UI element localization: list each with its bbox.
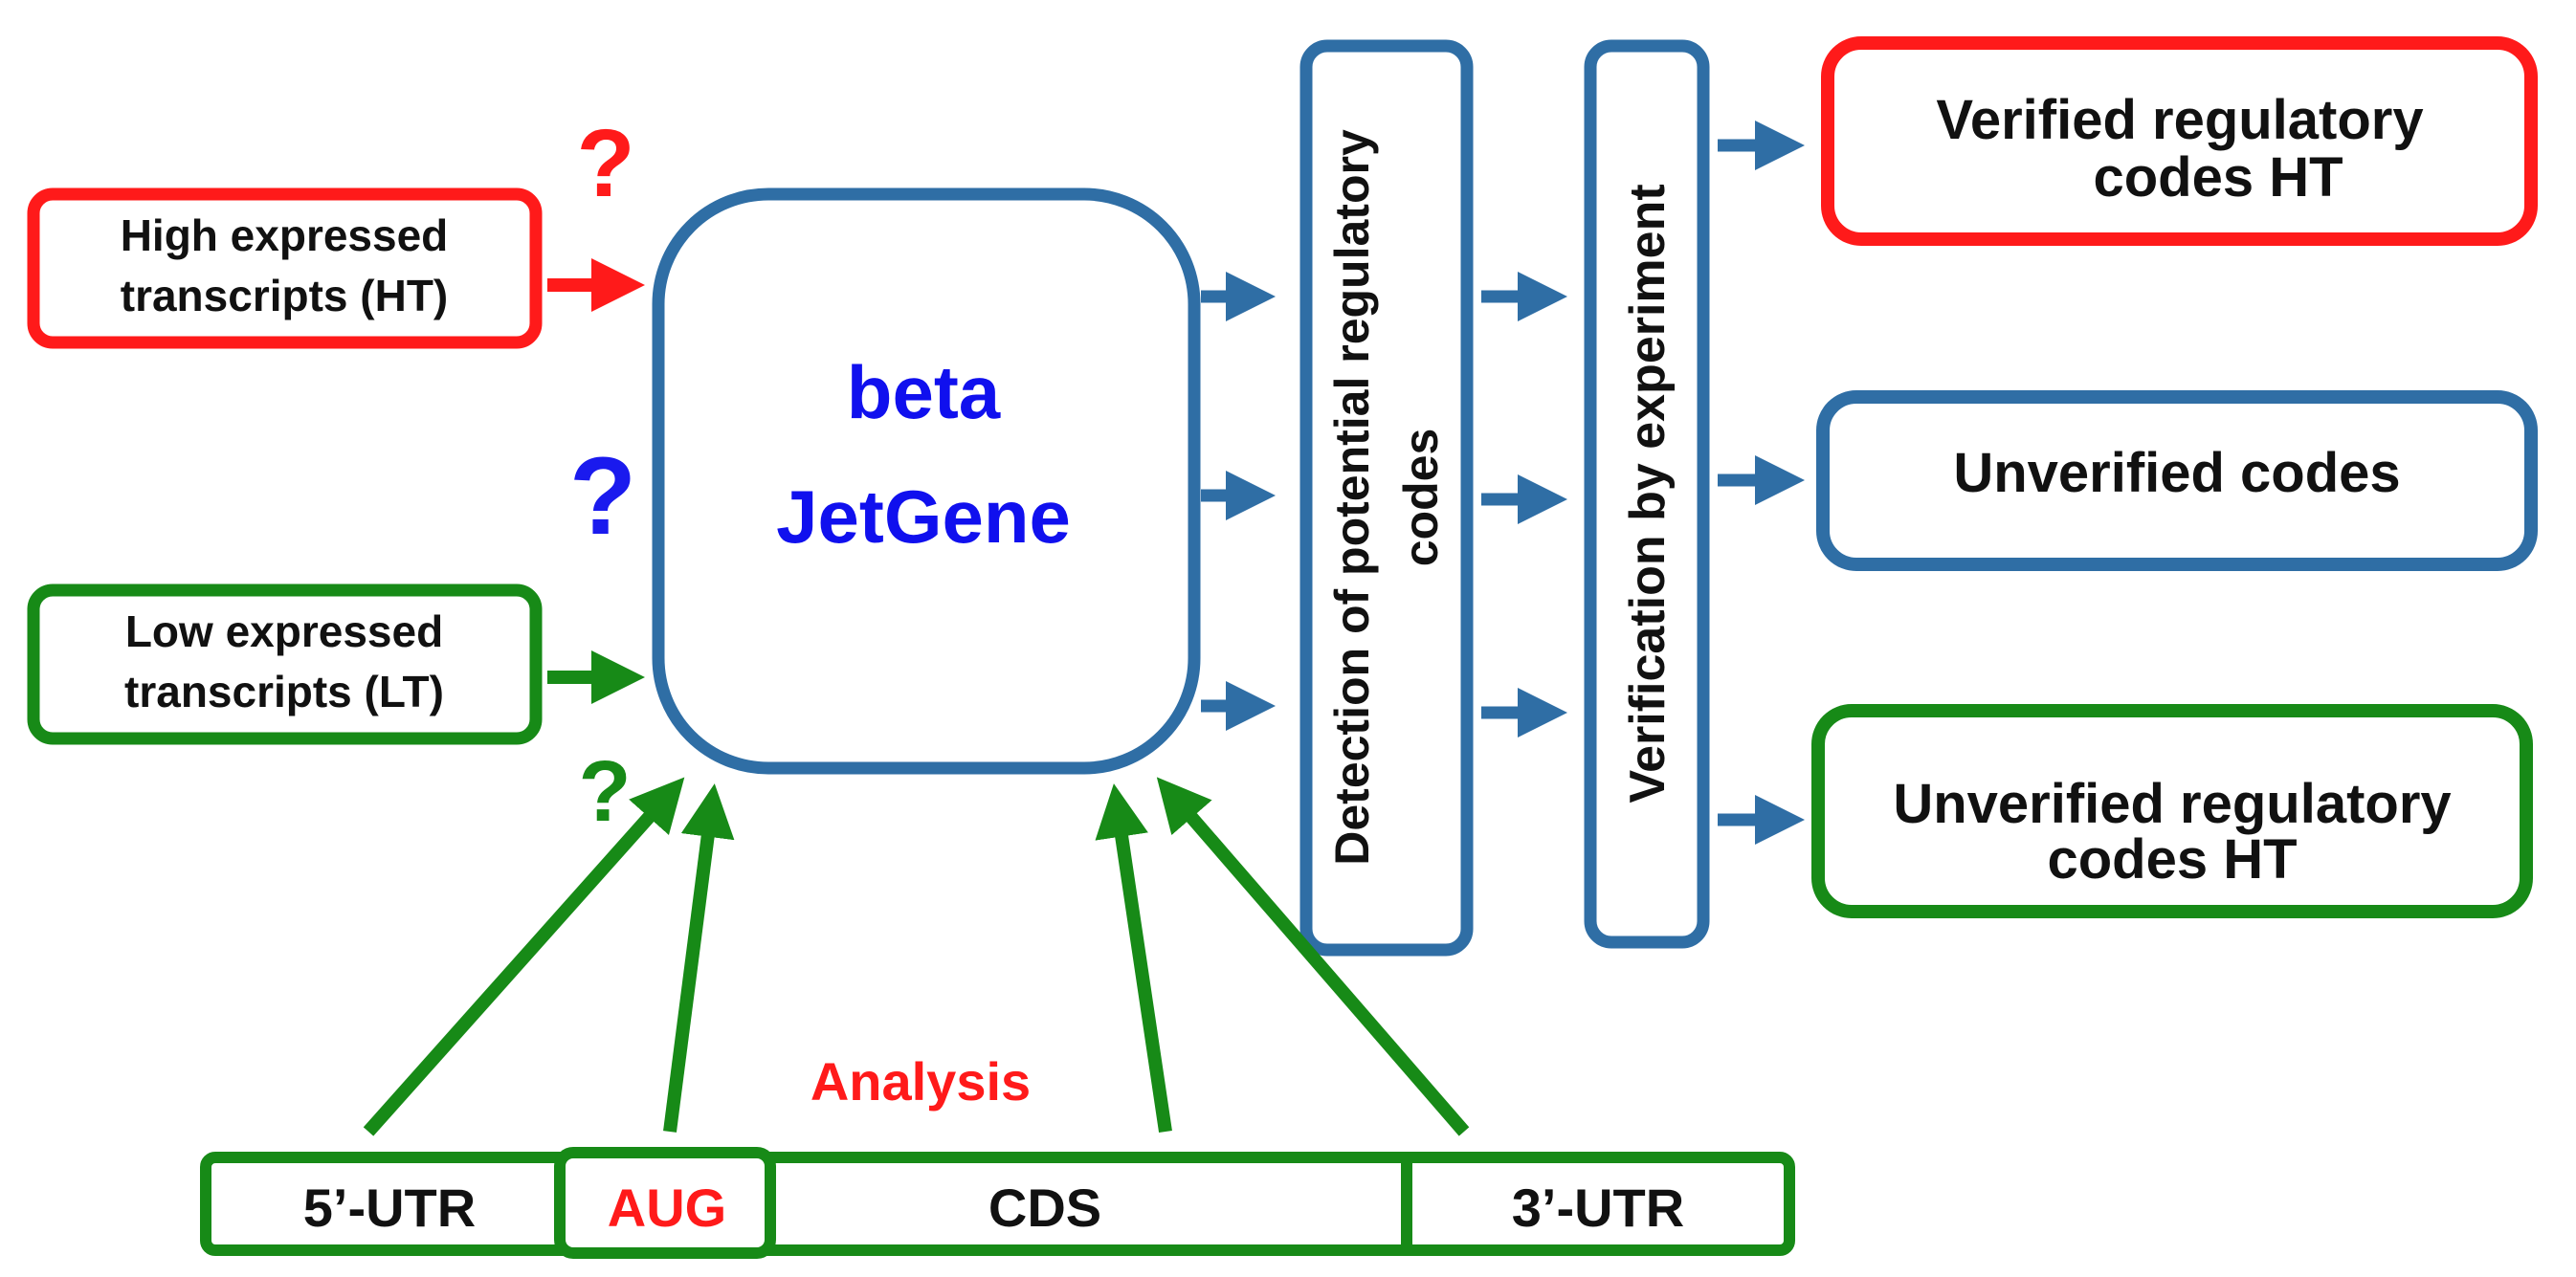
high-expressed-line2: transcripts (HT)	[121, 271, 448, 320]
detection-box: Detection of potential regulatory codes	[1299, 39, 1474, 957]
verification-box: Verification by experiment	[1584, 39, 1710, 949]
high-expressed-line1: High expressed	[121, 210, 449, 260]
engine-line2: JetGene	[776, 474, 1071, 559]
verified-line1: Verified regulatory	[1936, 89, 2423, 151]
engine-line1: beta	[847, 350, 1001, 434]
high-expressed-box: High expressed transcripts (HT)	[27, 187, 543, 349]
verified-codes-box: Verified regulatory codes HT	[1821, 36, 2538, 246]
utr3-label: 3’-UTR	[1512, 1178, 1684, 1238]
unverified-regulatory-line1: Unverified regulatory	[1893, 773, 2451, 835]
transcript-bar: 5’-UTR AUG CDS 3’-UTR	[200, 1147, 1795, 1259]
detection-line1: Detection of potential regulatory	[1325, 129, 1379, 866]
analysis-label: Analysis	[811, 1051, 1031, 1112]
verified-line2: codes HT	[2093, 146, 2343, 209]
arrow-aug-to-engine	[663, 783, 735, 1133]
low-expressed-box: Low expressed transcripts (LT)	[27, 583, 543, 745]
question-mark-red: ?	[576, 110, 634, 217]
arrow-utr3-to-engine	[1156, 777, 1470, 1136]
arrow-utr5-to-engine	[363, 777, 685, 1136]
verification-label: Verification by experiment	[1620, 184, 1676, 803]
question-mark-blue: ?	[569, 435, 636, 558]
arrow-cds-to-engine	[1095, 783, 1172, 1134]
low-expressed-line2: transcripts (LT)	[124, 667, 444, 716]
utr5-label: 5’-UTR	[303, 1178, 476, 1238]
unverified-regulatory-box: Unverified regulatory codes HT	[1811, 704, 2533, 918]
unverified-line1: Unverified codes	[1953, 442, 2400, 504]
detection-line2: codes	[1394, 429, 1448, 567]
low-expressed-line1: Low expressed	[125, 606, 443, 656]
question-mark-green: ?	[579, 744, 632, 840]
unverified-regulatory-line2: codes HT	[2047, 828, 2297, 891]
jetgene-engine-box: beta JetGene	[652, 187, 1201, 775]
cds-label: CDS	[988, 1178, 1101, 1238]
unverified-codes-box: Unverified codes	[1816, 390, 2538, 571]
aug-segment	[554, 1147, 776, 1259]
aug-label: AUG	[608, 1178, 726, 1238]
